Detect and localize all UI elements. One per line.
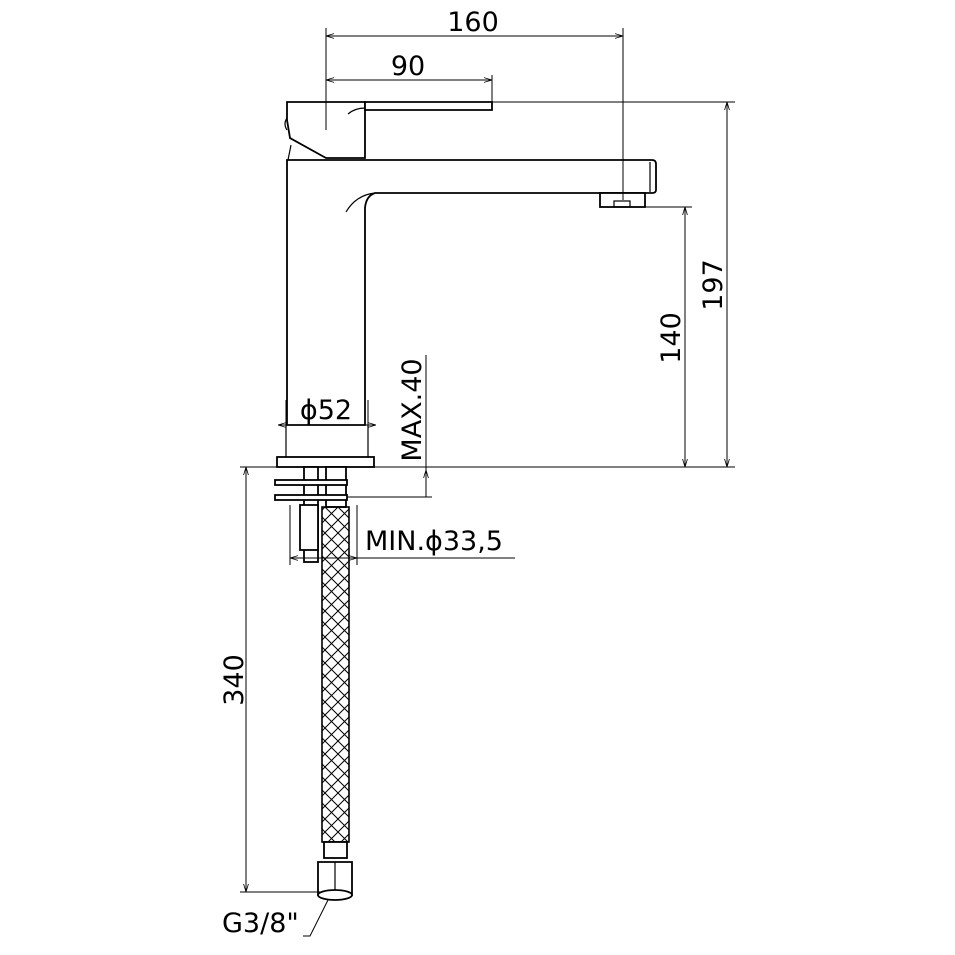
dim-min-hole-label: MIN.ϕ33,5 [365,526,503,557]
thread-size-label: G3/8" [222,908,299,939]
fixing-nut [274,494,348,501]
dim-160-label: 160 [447,7,499,38]
dim-197-label: 197 [698,259,729,311]
dimension-lines [240,28,735,937]
lever [364,101,493,111]
dim-max-40-label: MAX.40 [397,358,428,461]
dim-90-label: 90 [391,51,425,82]
dim-diameter-52-label: ϕ52 [300,395,352,426]
faucet-body [274,101,657,901]
dim-340-label: 340 [219,654,250,706]
base-plate [276,456,375,468]
dim-140-label: 140 [656,312,687,364]
flexible-hose [321,506,350,843]
threaded-connector [325,466,347,508]
spout-and-column [286,159,657,426]
washer [274,479,348,486]
